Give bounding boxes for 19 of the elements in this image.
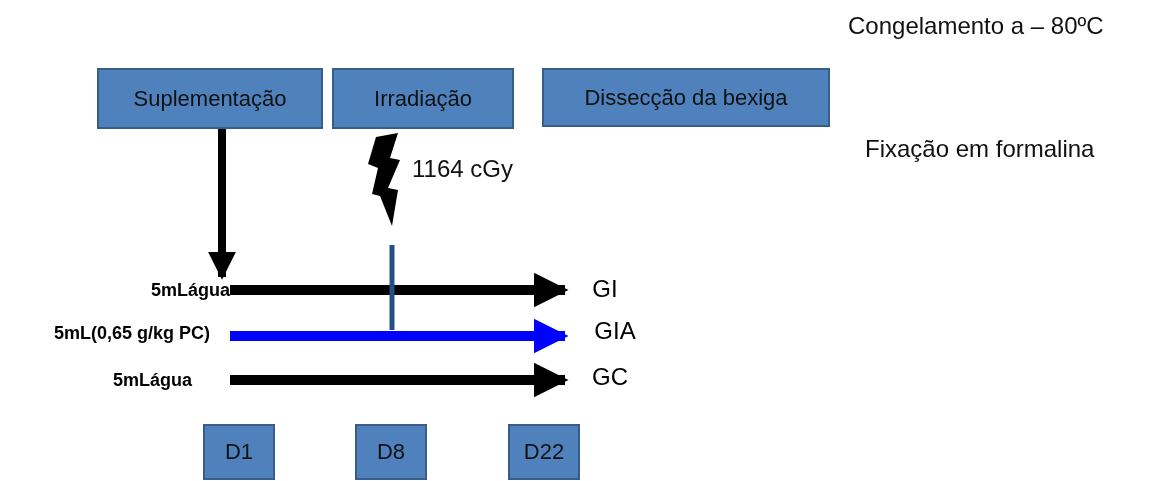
dose-text: 1164 cGy <box>412 155 513 183</box>
note-text: Fixação em formalina <box>865 135 1095 163</box>
arrow <box>230 272 569 308</box>
day-box: D8 <box>355 424 427 480</box>
day-box: D22 <box>508 424 580 480</box>
dose-label: 5mL(0,65 g/kg PC) <box>5 322 210 344</box>
arrow <box>208 129 236 280</box>
note-text: Congelamento a – 80ºC <box>848 12 1104 40</box>
dose-label: 5mLágua <box>85 279 230 301</box>
arrow <box>230 362 569 398</box>
arrow <box>230 318 569 354</box>
group-label: GI <box>585 274 625 304</box>
group-label: GC <box>585 362 635 392</box>
dose-label: 5mLágua <box>85 369 192 391</box>
process-box: Dissecção da bexiga <box>542 68 830 127</box>
day-box: D1 <box>203 424 275 480</box>
group-label: GIA <box>585 316 645 346</box>
process-box: Irradiação <box>332 68 514 129</box>
process-box: Suplementação <box>97 68 323 129</box>
